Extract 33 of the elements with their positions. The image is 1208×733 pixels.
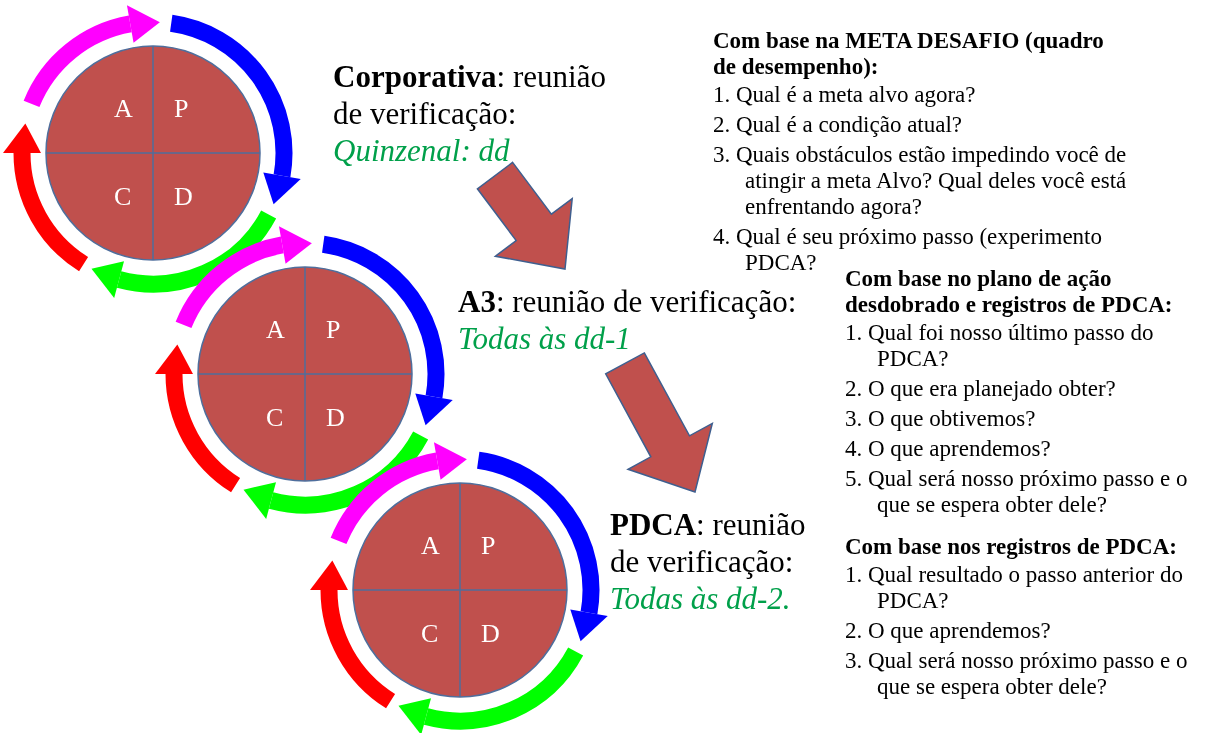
quadrant-letter: D [326, 404, 345, 432]
question-item: 3. O que obtivemos? [845, 406, 1037, 432]
meeting-frequency: Todas às dd-1 [458, 320, 632, 358]
quadrant-letter: A [421, 532, 440, 560]
question-heading: Com base na META DESAFIO (quadro de desempenho): [713, 28, 1105, 80]
quadrant-letter: P [481, 532, 496, 560]
quadrant-letter: P [174, 95, 189, 123]
question-item: 2. Qual é a condição atual? [713, 112, 964, 138]
question-item: 1. Qual resultado o passo anterior do PDCA? [845, 562, 1184, 614]
quadrant-letter: C [114, 183, 132, 211]
block-arrow [604, 351, 714, 493]
question-item: 3. Quais obstáculos estão impedindo você de atingir a meta Alvo? Qual deles você está enfrentando agora? [713, 142, 1128, 220]
question-heading: Com base nos registros de PDCA: [845, 534, 1178, 560]
quadrant-letter: C [421, 620, 439, 648]
meeting-frequency: Todas às dd-2. [610, 580, 792, 618]
question-item: 3. Qual será nosso próximo passo e o que se espera obter dele? [845, 648, 1189, 700]
quadrant-letter: D [174, 183, 193, 211]
block-arrow [476, 161, 574, 270]
question-item: 2. O que aprendemos? [845, 618, 1052, 644]
question-item: 4. O que aprendemos? [845, 436, 1052, 462]
question-item: 2. O que era planejado obter? [845, 376, 1117, 402]
meeting-title: PDCA: reunião de verificação: [610, 506, 807, 581]
meeting-title: A3: reunião de verificação: [458, 283, 798, 321]
question-item: 1. Qual é a meta alvo agora? [713, 82, 977, 108]
quadrant-letter: D [481, 620, 500, 648]
question-item: 5. Qual será nosso próximo passo e o que se espera obter dele? [845, 466, 1189, 518]
quadrant-letter: C [266, 404, 284, 432]
quadrant-letter: P [326, 316, 341, 344]
meeting-title: Corporativa: reunião de verificação: [333, 58, 607, 133]
quadrant-letter: A [114, 95, 133, 123]
quadrant-letter: A [266, 316, 285, 344]
meeting-frequency: Quinzenal: dd [333, 132, 511, 170]
question-item: 1. Qual foi nosso último passo do PDCA? [845, 320, 1155, 372]
